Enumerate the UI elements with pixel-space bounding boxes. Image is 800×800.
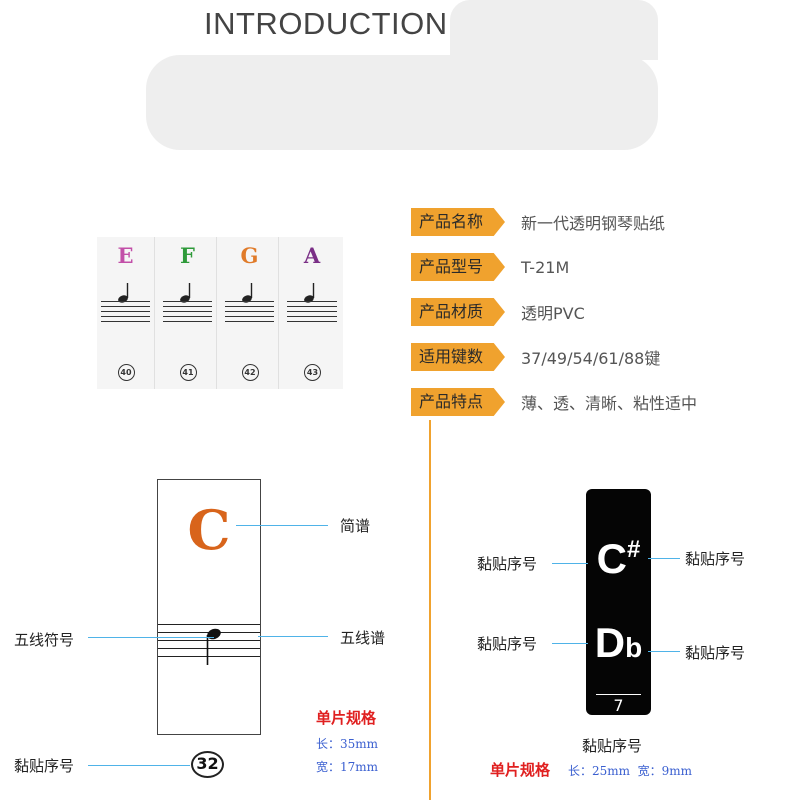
staff-line <box>101 306 150 307</box>
pointer-line <box>88 637 214 638</box>
label-staff: 五线谱 <box>340 629 386 647</box>
page-title: INTRODUCTION <box>204 6 448 41</box>
staff-line <box>287 321 337 322</box>
pointer-line <box>88 765 190 766</box>
staff-line <box>287 306 337 307</box>
staff-line <box>225 301 274 302</box>
staff-line <box>101 316 150 317</box>
label-index-right-bottom: 黏贴序号 <box>685 644 746 662</box>
spec-width: 宽：17mm <box>316 760 379 774</box>
spec-length: 长：35mm <box>316 737 379 751</box>
staff-line <box>287 316 337 317</box>
staff-line <box>287 311 337 312</box>
spec-value: 透明PVC <box>521 304 585 323</box>
staff-line <box>163 311 212 312</box>
sample-key-e: E 40 <box>97 237 155 389</box>
label-sticker-index: 黏贴序号 <box>14 757 75 775</box>
spec-value: 37/49/54/61/88键 <box>521 349 661 368</box>
quarter-note-icon <box>304 283 315 303</box>
spec-value: 新一代透明钢琴贴纸 <box>521 214 666 233</box>
key-letter: A <box>303 243 321 268</box>
staff-line <box>287 301 337 302</box>
key-letter: G <box>240 243 259 268</box>
key-letter: F <box>180 243 195 268</box>
sample-key-f: F 41 <box>159 237 217 389</box>
title-banner <box>146 55 658 150</box>
label-index-left-top: 黏贴序号 <box>477 555 538 573</box>
spec-label: 产品名称 <box>411 208 505 236</box>
label-index-bottom: 黏贴序号 <box>582 737 643 755</box>
key-number-badge: 40 <box>117 364 135 381</box>
sticker-number-badge: 32 <box>191 751 224 778</box>
flat-note-label: Db <box>594 619 643 666</box>
number-underline <box>596 694 641 695</box>
black-sticker-card: C# Db 7 <box>586 489 651 715</box>
staff-line <box>163 316 212 317</box>
staff-line <box>158 656 260 657</box>
black-card-number: 7 <box>613 696 624 715</box>
spec-label: 适用键数 <box>411 343 505 371</box>
spec-row-keys: 适用键数 37/49/54/61/88键 <box>411 342 660 372</box>
single-spec-title: 单片规格 <box>316 709 377 727</box>
pointer-line <box>258 636 328 637</box>
staff-line <box>225 321 274 322</box>
staff-line <box>158 648 260 649</box>
spec-row-features: 产品特点 薄、透、清晰、粘性适中 <box>411 387 697 417</box>
staff-line <box>225 311 274 312</box>
pointer-line <box>648 651 680 652</box>
notation-letter: C <box>187 498 231 562</box>
quarter-note-icon <box>242 283 253 303</box>
key-number-badge: 41 <box>179 364 197 381</box>
sharp-note-label: C# <box>596 535 641 582</box>
staff-line <box>158 640 260 641</box>
spec-label: 产品材质 <box>411 298 505 326</box>
spec-row-name: 产品名称 新一代透明钢琴贴纸 <box>411 207 665 237</box>
staff-line <box>163 306 212 307</box>
single-spec-title: 单片规格 <box>490 761 551 779</box>
label-staff-symbol: 五线符号 <box>14 631 75 649</box>
half-note-icon <box>206 628 221 665</box>
pointer-line <box>236 525 328 526</box>
label-index-right-top: 黏贴序号 <box>685 550 746 568</box>
section-divider <box>429 420 431 800</box>
staff-line <box>101 321 150 322</box>
quarter-note-icon <box>118 283 129 303</box>
white-sticker-card: C <box>157 479 261 735</box>
staff-line <box>225 316 274 317</box>
staff-line <box>225 306 274 307</box>
spec-value: T-21M <box>521 257 570 277</box>
staff-line <box>101 311 150 312</box>
staff-line <box>163 321 212 322</box>
staff-line <box>163 301 212 302</box>
spec-row-material: 产品材质 透明PVC <box>411 297 585 327</box>
label-index-left-bottom: 黏贴序号 <box>477 635 538 653</box>
key-letter: E <box>117 243 134 268</box>
title-banner-tab <box>450 0 658 60</box>
spec-value: 薄、透、清晰、粘性适中 <box>521 394 698 413</box>
label-notation: 简谱 <box>340 517 371 535</box>
spec-label: 产品型号 <box>411 253 505 281</box>
sample-key-g: G 42 <box>221 237 279 389</box>
key-number-badge: 42 <box>241 364 259 381</box>
spec-dimensions: 长：25mm 宽：9mm <box>568 764 693 778</box>
sample-key-a: A 43 <box>283 237 341 389</box>
sample-keys-image: E 40 F 41 G 42 <box>97 237 343 389</box>
staff-line <box>101 301 150 302</box>
pointer-line <box>552 643 588 644</box>
staff-line <box>158 624 260 625</box>
spec-row-model: 产品型号 T-21M <box>411 252 569 282</box>
quarter-note-icon <box>180 283 191 303</box>
key-number-badge: 43 <box>304 364 321 381</box>
spec-label: 产品特点 <box>411 388 505 416</box>
pointer-line <box>648 558 680 559</box>
pointer-line <box>552 563 588 564</box>
